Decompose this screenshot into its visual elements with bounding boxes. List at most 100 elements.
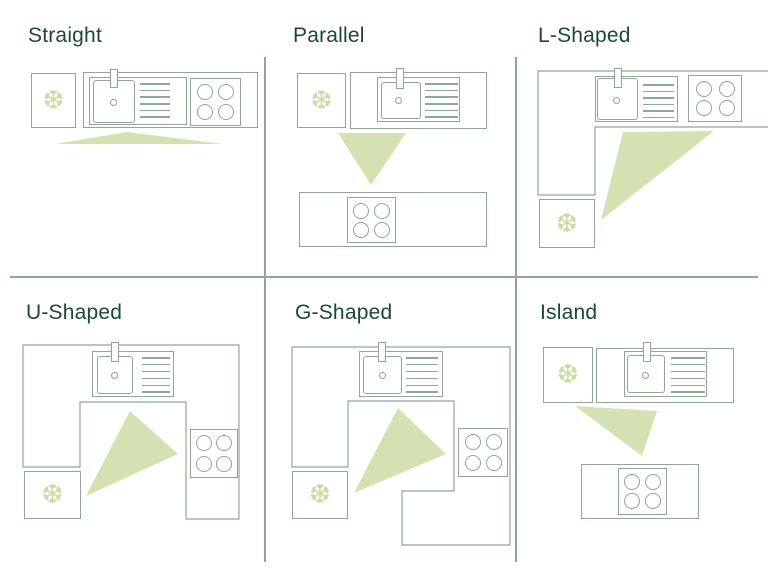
burner-icon <box>353 221 370 238</box>
layout-title: Parallel <box>293 24 365 47</box>
snowflake-icon: ❆ <box>42 85 65 116</box>
faucet-icon <box>614 68 622 88</box>
drain-icon <box>379 372 386 379</box>
snowflake-icon: ❆ <box>41 480 64 510</box>
faucet-icon <box>110 69 118 88</box>
rack-line <box>425 109 458 112</box>
vertical-divider-left <box>264 57 266 562</box>
cooktop <box>190 429 238 478</box>
rack-line <box>643 84 674 86</box>
rack-line <box>643 97 674 99</box>
faucet-icon <box>396 68 404 89</box>
rack-line <box>671 370 705 373</box>
rack-line <box>425 116 458 118</box>
work-triangle-straight <box>55 132 223 144</box>
rack-line <box>140 103 170 105</box>
drying-rack-icon <box>671 357 705 393</box>
drain-icon <box>110 99 117 106</box>
burner-icon <box>718 100 735 117</box>
rack-line <box>140 116 170 118</box>
rack-line <box>142 370 170 373</box>
snowflake-icon: ❆ <box>309 480 331 510</box>
freezer-unit: ❆ <box>539 199 595 248</box>
horizontal-divider <box>10 276 758 278</box>
burner-icon <box>718 80 735 97</box>
rack-line <box>140 83 170 85</box>
drying-rack-icon <box>142 357 170 393</box>
burner-icon <box>218 84 235 100</box>
burner-icon <box>218 104 235 120</box>
drain-icon <box>395 97 402 104</box>
rack-line <box>671 363 705 366</box>
rack-line <box>142 363 170 366</box>
rack-line <box>406 357 438 359</box>
rack-line <box>406 391 438 393</box>
rack-line <box>643 103 674 105</box>
layout-title: Straight <box>28 24 102 47</box>
burner-icon <box>196 104 213 120</box>
rack-line <box>643 116 674 118</box>
freezer-unit: ❆ <box>292 471 348 519</box>
rack-line <box>671 357 705 359</box>
burner-icon <box>373 202 390 219</box>
drying-rack-icon <box>140 83 170 118</box>
rack-line <box>140 96 170 98</box>
cooktop <box>618 468 667 515</box>
rack-line <box>406 370 438 373</box>
rack-line <box>425 89 458 92</box>
work-triangle-island <box>575 406 657 456</box>
work-triangle-g-shaped <box>354 408 446 493</box>
drain-icon <box>111 372 118 379</box>
snowflake-icon: ❆ <box>556 208 578 239</box>
rack-line <box>140 89 170 92</box>
burner-icon <box>644 493 661 510</box>
rack-line <box>406 384 438 387</box>
layout-title: Island <box>540 301 598 324</box>
faucet-icon <box>378 342 386 362</box>
rack-line <box>425 83 458 85</box>
cooktop <box>688 75 742 122</box>
burner-icon <box>196 84 213 100</box>
faucet-icon <box>643 342 651 362</box>
drain-icon <box>613 97 620 104</box>
burner-icon <box>485 454 502 471</box>
rack-line <box>671 377 705 380</box>
burner-icon <box>196 455 212 472</box>
drain-icon <box>642 372 649 379</box>
rack-line <box>425 103 458 105</box>
layout-title: G-Shaped <box>295 301 393 324</box>
rack-line <box>671 391 705 393</box>
burner-icon <box>695 80 712 97</box>
freezer-unit: ❆ <box>543 347 593 403</box>
drying-rack-icon <box>425 83 458 118</box>
rack-line <box>406 363 438 366</box>
rack-line <box>671 384 705 387</box>
g-shaped-counter-outline <box>291 346 511 546</box>
rack-line <box>142 391 170 393</box>
cooktop <box>347 197 396 243</box>
rack-line <box>140 109 170 112</box>
freezer-unit: ❆ <box>24 471 81 519</box>
rack-line <box>643 110 674 112</box>
drying-rack-icon <box>406 357 438 393</box>
burner-icon <box>624 493 641 510</box>
work-triangle-u-shaped <box>86 411 178 496</box>
burner-icon <box>624 473 641 490</box>
burner-icon <box>644 473 661 490</box>
burner-icon <box>695 100 712 117</box>
burner-icon <box>196 435 212 452</box>
u-shaped-counter-outline <box>22 344 240 520</box>
rack-line <box>142 357 170 359</box>
vertical-divider-right <box>515 57 517 562</box>
freezer-unit: ❆ <box>297 73 346 128</box>
burner-icon <box>373 221 390 238</box>
burner-icon <box>464 454 481 471</box>
freezer-unit: ❆ <box>31 73 76 128</box>
layout-title: L-Shaped <box>538 24 631 47</box>
work-triangle-parallel <box>338 133 406 185</box>
snowflake-icon: ❆ <box>557 360 579 390</box>
rack-line <box>643 90 674 92</box>
burner-icon <box>353 202 370 219</box>
rack-line <box>425 96 458 98</box>
